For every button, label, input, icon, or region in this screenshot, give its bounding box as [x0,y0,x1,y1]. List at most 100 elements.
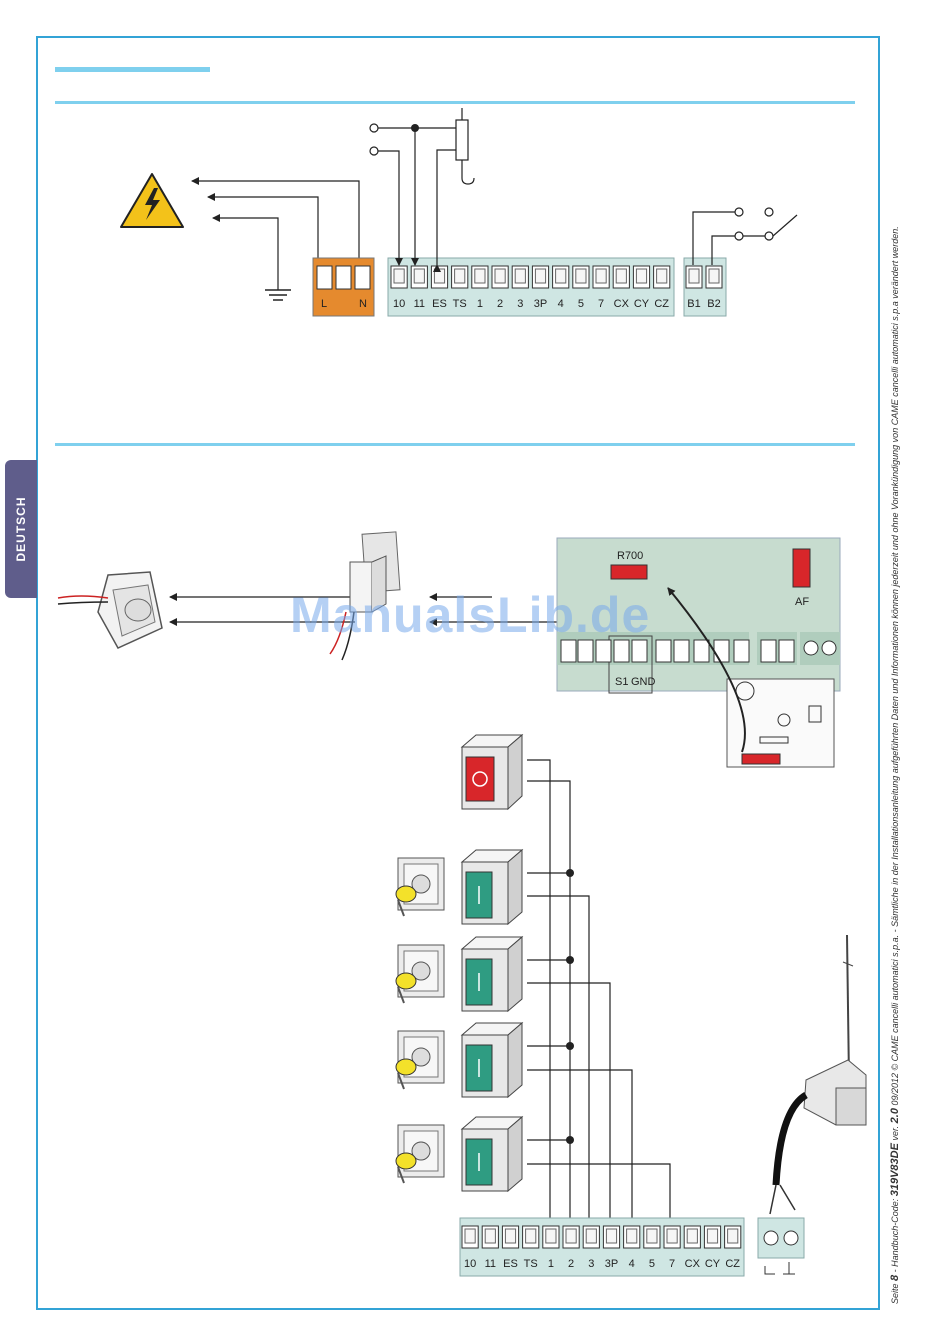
terminal-bottom-screw [464,1228,476,1244]
terminal-bottom-screw [605,1228,618,1244]
start-button-icon [460,848,524,926]
terminal-screw [514,268,526,284]
terminal-bottom-screw [545,1228,557,1244]
b1-b2-switch [692,207,798,265]
terminal-label: 3P [534,298,547,310]
footer-text: - Handbuch-Code: [890,1198,900,1273]
terminal-screw [413,268,425,284]
terminal-screw [575,268,587,284]
terminal-label: 10 [393,298,405,310]
terminal-bottom-label: 5 [649,1258,655,1270]
key-selector-icon [395,857,445,917]
wiring-junctions [566,869,574,1144]
page-frame [36,36,880,1310]
footer-rest: 09/2012 © CAME cancelli automatici s.p.a… [890,226,900,1106]
terminal-bottom-screw [585,1228,597,1244]
terminal-bottom-screw [666,1228,678,1244]
terminal-screw [454,268,466,284]
terminal-screw [595,268,607,284]
section-divider-top [55,101,855,104]
footer-page-prefix: Seite [890,1283,900,1304]
stop-button-icon [460,733,524,811]
footer-note: Seite 8 - Handbuch-Code: 319V83DE ver. 2… [889,226,901,1304]
terminal-bottom-screw [646,1228,658,1244]
terminal-label: CY [634,298,650,310]
r700-label: R700 [617,550,643,562]
terminal-label: 1 [477,298,483,310]
terminal-bottom-label: CZ [725,1258,740,1270]
terminal-label: 2 [497,298,503,310]
board-terminal [613,639,630,663]
key-selector-icon [395,944,445,1004]
b-terminal-label: B1 [687,298,700,310]
language-tab[interactable]: DEUTSCH [5,460,37,598]
terminal-bottom-screw [686,1228,698,1244]
power-terminal-label: N [359,298,367,310]
terminal-label: CZ [654,298,669,310]
af-label: AF [795,596,809,608]
terminal-bottom-screw [525,1228,537,1244]
footer-page-number: 8 [889,1274,901,1281]
board-terminal [733,639,750,663]
terminal-label: TS [453,298,467,310]
terminal-label: 5 [578,298,584,310]
terminal-bottom-screw [484,1228,496,1244]
terminal-screw [474,268,486,284]
power-terminal-label: L [321,298,327,310]
footer-code: 319V83DE [889,1143,901,1197]
r700-module [667,587,835,768]
start-button-icon [460,1115,524,1193]
terminal-bottom-screw [626,1228,638,1244]
terminal-bottom-label: 2 [568,1258,574,1270]
terminal-bottom-label: 10 [464,1258,476,1270]
terminal-block-main [387,257,675,317]
accessory-wiring [369,108,475,272]
terminal-bottom-screw [706,1228,719,1244]
terminal-bottom-label: CY [705,1258,721,1270]
terminal-screw [393,268,405,284]
gnd-label: GND [631,676,656,688]
board-terminal [693,639,710,663]
section-heading-bar [55,67,210,72]
terminal-screw [656,268,668,284]
board-terminal [760,639,777,663]
card-reader [329,531,401,661]
terminal-bottom-label: 4 [629,1258,635,1270]
terminal-screw [555,268,567,284]
terminal-label: 4 [558,298,564,310]
terminal-screw [534,268,547,284]
board-terminal [673,639,690,663]
terminal-screw [635,268,648,284]
footer-version: 2.0 [889,1108,901,1124]
board-terminal [778,639,795,663]
power-terminal-block [312,257,375,317]
terminal-bottom-screw [565,1228,577,1244]
power-supply-lines [191,177,360,290]
b-terminal-screw [708,268,720,284]
terminal-screw [615,268,627,284]
watermark: ManualsLib.de [290,587,651,643]
terminal-label: 3 [517,298,523,310]
terminal-label: CX [614,298,630,310]
antenna [769,934,867,1215]
start-button-icon [460,1021,524,1099]
antenna-terminal [757,1217,805,1275]
start-button-icon [460,935,524,1013]
key-selector-icon [395,1030,445,1090]
board-terminal [631,639,648,663]
s1-label: S1 [615,676,628,688]
board-terminal [713,639,730,663]
terminal-bottom-screw [727,1228,739,1244]
warning-high-voltage-icon [120,173,184,228]
b-terminal-label: B2 [707,298,720,310]
push-button-wiring [527,759,674,1231]
terminal-bottom-label: 7 [669,1258,675,1270]
terminal-screw [433,268,446,284]
terminal-label: 11 [414,298,425,310]
terminal-bottom-label: 1 [548,1258,554,1270]
transponder-sensor [57,571,163,649]
terminal-label: ES [432,298,447,310]
board-terminal [560,639,577,663]
terminal-bottom-label: TS [524,1258,538,1270]
